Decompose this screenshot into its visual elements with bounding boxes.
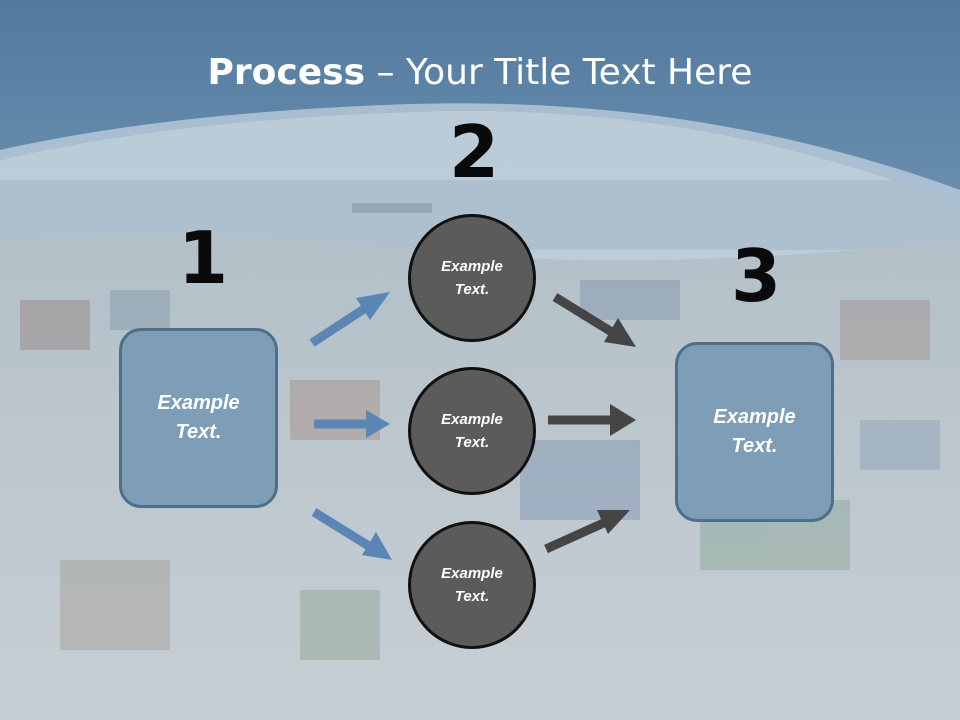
- arrow-circle-top-to-box3: [552, 293, 636, 347]
- step-3-text-line1: Example: [713, 406, 796, 428]
- step-number-2: 2: [449, 110, 500, 194]
- step-1-text-line2: Text.: [175, 421, 222, 443]
- circle-middle-text-line1: Example: [441, 410, 503, 428]
- circle-bottom-text-line2: Text.: [454, 588, 490, 605]
- circle-bottom-text-line1: Example: [441, 564, 503, 582]
- circle-top-text-line2: Text.: [454, 281, 490, 298]
- arrow-box1-to-circle-middle: [314, 410, 390, 438]
- step-number-3: 3: [731, 234, 782, 318]
- title-bold: Process: [207, 52, 366, 93]
- arrow-box1-to-circle-top: [309, 292, 390, 347]
- slide-title: Process – Your Title Text Here: [0, 52, 960, 93]
- step-3-text-line2: Text.: [731, 435, 778, 457]
- title-rest: – Your Title Text Here: [365, 52, 753, 93]
- step-number-1: 1: [178, 216, 229, 300]
- step-1-text-line1: Example: [157, 392, 240, 414]
- arrow-circle-middle-to-box3: [548, 404, 636, 436]
- arrow-box1-to-circle-bottom: [311, 508, 392, 560]
- circle-top-text-line1: Example: [441, 257, 503, 275]
- circle-middle-text-line2: Text.: [454, 434, 490, 451]
- arrow-circle-bottom-to-box3: [544, 510, 630, 554]
